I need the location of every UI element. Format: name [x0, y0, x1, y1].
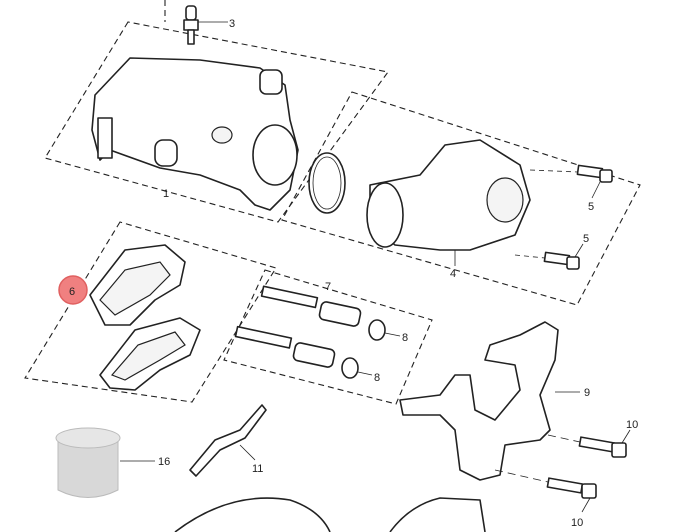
callout-10[interactable]: 10 [626, 419, 638, 431]
carrier-bolt-part[interactable] [494, 469, 597, 499]
brake-pad-part[interactable] [89, 244, 186, 326]
grease-tub-part[interactable] [55, 427, 121, 498]
callout-4[interactable]: 4 [450, 268, 456, 280]
callout-6: 6 [69, 286, 75, 298]
caliper-housing-part[interactable] [91, 57, 299, 211]
carrier-bolt-part[interactable] [547, 434, 627, 458]
callout-11[interactable]: 11 [252, 463, 263, 475]
dust-shield-part[interactable] [389, 497, 486, 532]
brake-disc-part[interactable] [174, 497, 331, 532]
anti-rattle-spring-part[interactable] [189, 404, 267, 477]
motor-group-box [281, 91, 641, 306]
callout-9[interactable]: 9 [584, 387, 590, 399]
callout-16[interactable]: 16 [158, 456, 170, 468]
motor-bolt-part[interactable] [529, 164, 613, 183]
callout-8[interactable]: 8 [374, 372, 380, 384]
pin-kit-group-box [223, 269, 433, 405]
brake-pad-part[interactable] [99, 317, 201, 391]
callout-7[interactable]: 7 [325, 281, 331, 293]
seal-ring-part[interactable] [308, 152, 346, 214]
pad-group-box [24, 221, 277, 403]
bleed-screw-part[interactable] [183, 5, 199, 45]
callout-1[interactable]: 1 [163, 188, 169, 200]
callout-5[interactable]: 5 [583, 233, 589, 245]
guide-pin-part[interactable] [234, 325, 359, 379]
caliper-carrier-part[interactable] [399, 321, 559, 481]
callout-5[interactable]: 5 [588, 201, 594, 213]
caliper-group-box [44, 21, 389, 223]
brake-motor-part[interactable] [366, 139, 531, 251]
callout-3[interactable]: 3 [229, 18, 235, 30]
callout-8[interactable]: 8 [402, 332, 408, 344]
guide-pin-part[interactable] [260, 285, 386, 341]
motor-bolt-part[interactable] [514, 251, 580, 270]
callout-10[interactable]: 10 [571, 517, 583, 529]
callout-6-highlighted[interactable]: 6 [58, 275, 88, 305]
